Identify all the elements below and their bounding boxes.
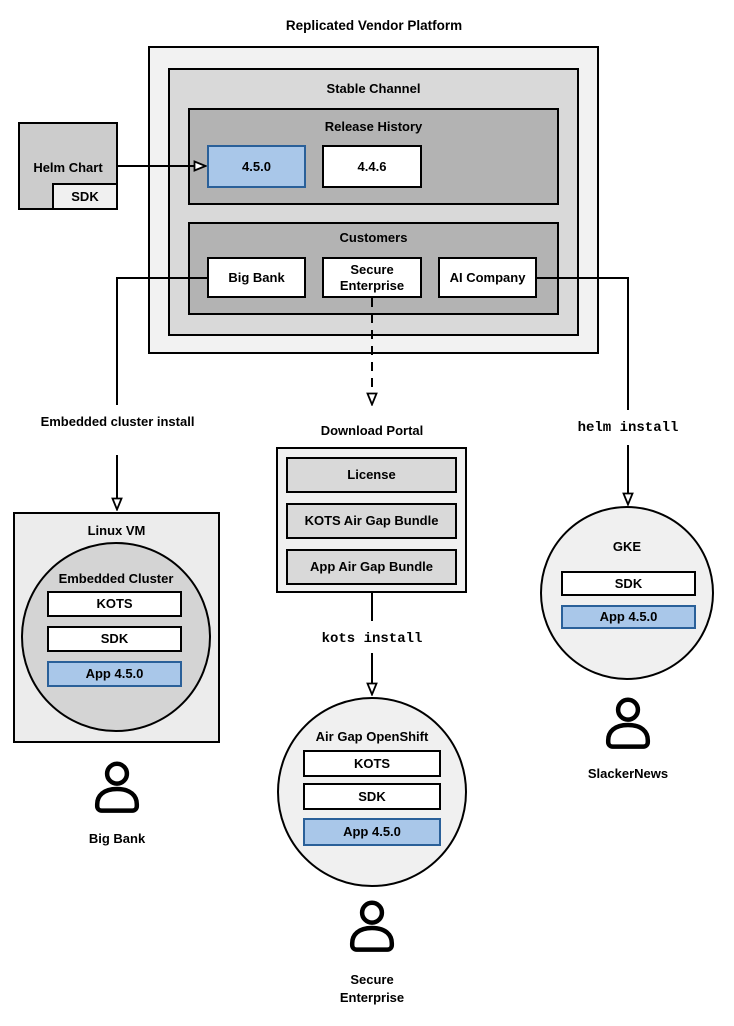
stable-channel-label: Stable Channel [326, 81, 421, 96]
helm-chart-sdk-box: SDK [52, 183, 118, 210]
openshift-sdk: SDK [303, 783, 441, 810]
release-history-label: Release History [324, 119, 423, 134]
openshift-app: App 4.5.0 [303, 818, 441, 846]
helm-install-label: helm install [577, 420, 679, 436]
diagram-title: Replicated Vendor Platform [285, 18, 463, 33]
big-bank-user-label: Big Bank [88, 831, 146, 846]
customer-ai-company: AI Company [438, 257, 537, 298]
big-bank-person-icon [97, 764, 137, 811]
release-4-4-6: 4.4.6 [322, 145, 422, 188]
slackernews-user-label: SlackerNews [587, 766, 669, 781]
kots-install-label: kots install [321, 631, 423, 647]
helm-chart-label: Helm Chart [33, 160, 103, 175]
secure-enterprise-person-icon [352, 903, 392, 950]
gke-sdk: SDK [561, 571, 696, 596]
embedded-cluster-app: App 4.5.0 [47, 661, 182, 687]
secure-enterprise-user-label: Secure Enterprise [339, 972, 405, 1005]
customers-label: Customers [339, 230, 408, 245]
air-gap-openshift-label: Air Gap OpenShift [315, 729, 429, 744]
customer-big-bank: Big Bank [207, 257, 306, 298]
embedded-cluster-install-label: Embedded cluster install [40, 414, 195, 429]
embedded-cluster-label: Embedded Cluster [58, 571, 174, 586]
customer-secure-enterprise: Secure Enterprise [322, 257, 422, 298]
download-portal-app-bundle: App Air Gap Bundle [286, 549, 457, 585]
openshift-kots: KOTS [303, 750, 441, 777]
slackernews-person-icon [608, 700, 648, 747]
download-portal-label: Download Portal [320, 423, 424, 438]
embedded-cluster-kots: KOTS [47, 591, 182, 617]
embedded-cluster-sdk: SDK [47, 626, 182, 652]
download-portal-license: License [286, 457, 457, 493]
release-4-5-0: 4.5.0 [207, 145, 306, 188]
gke-app: App 4.5.0 [561, 605, 696, 629]
gke-label: GKE [612, 539, 642, 554]
linux-vm-label: Linux VM [87, 523, 146, 538]
download-portal-kots-bundle: KOTS Air Gap Bundle [286, 503, 457, 539]
